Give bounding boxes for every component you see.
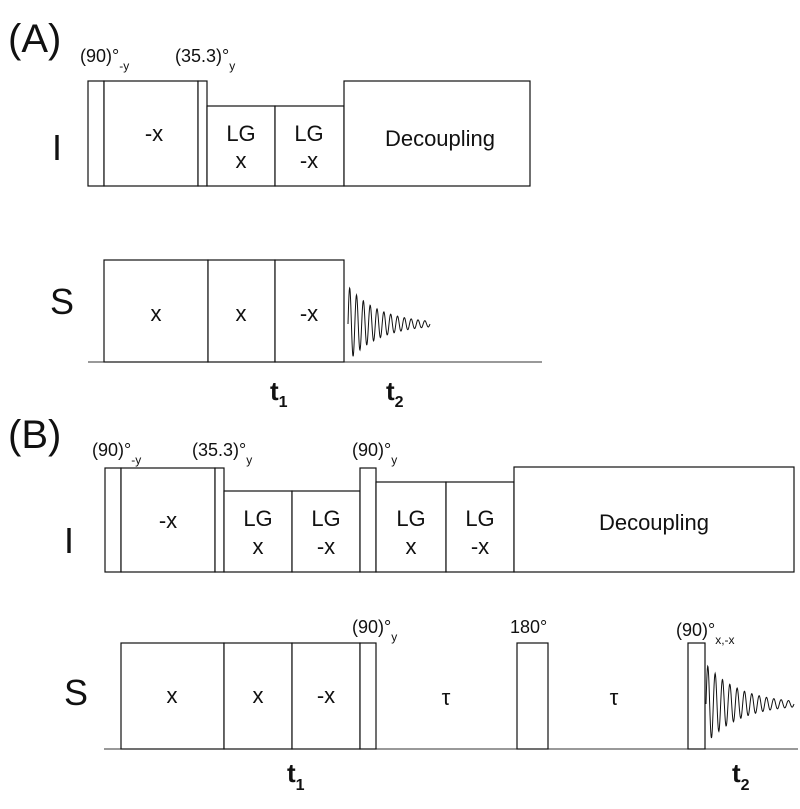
panel-b-s-pulse-90y-label: (90)°y [352,617,397,644]
panel-a-i-pulse-90 [87,80,105,187]
panel-b-s-tau-1: τ [442,685,451,710]
panel-b-pulse-90-label: (90)°-y [92,440,141,467]
panel-b-i-lg1-bottom: x [253,534,264,559]
panel-a-i-lg1-top: LG [226,121,255,146]
panel-b-s-block-3 [291,642,361,750]
panel-b-s-pulse-90y [359,642,377,750]
panel-b-i-decoupling-label: Decoupling [599,510,709,535]
panel-b-i-lg3-top: LG [396,506,425,531]
panel-a-pulse-90-label: (90)°-y [80,46,129,73]
panel-a-i-decoupling-label: Decoupling [385,126,495,151]
panel-a: (A) (90)°-y (35.3)°y I -x LG x LG -x Dec… [8,17,542,411]
panel-b-t2-label: t2 [732,758,750,794]
panel-b-i-lg-block-2 [291,490,361,573]
panel-a-pulse-35-label: (35.3)°y [175,46,235,73]
panel-b-s-pulse-180-label: 180° [510,617,547,637]
panel-b-s-block-1 [120,642,225,750]
panel-a-t1-label: t1 [270,376,288,411]
panel-b-label: (B) [8,413,61,457]
panel-b-i-lg2-top: LG [311,506,340,531]
panel-a-s-block-1-phase: x [151,301,162,326]
panel-b-pulse-90y-label: (90)°y [352,440,397,467]
panel-a-i-lg-block-1 [206,105,276,187]
panel-b-s-block-1-phase: x [167,683,178,708]
panel-a-label: (A) [8,17,61,61]
panel-b-i-pulse-35 [214,467,225,573]
panel-a-i-decoupling [343,80,531,187]
panel-b-i-lg4-bottom: -x [471,534,489,559]
panel-a-i-spinlock [103,80,199,187]
panel-b-channel-s: S [64,672,88,713]
panel-a-fid-signal [347,286,431,357]
panel-b-s-pulse-final [687,642,706,750]
panel-a-i-pulse-35 [197,80,208,187]
panel-a-i-spinlock-phase: -x [145,121,163,146]
panel-b-s-pulse-180 [516,642,549,750]
panel-a-t2-label: t2 [386,376,404,411]
panel-b-i-decoupling [513,466,795,573]
panel-a-s-block-3-phase: -x [300,301,318,326]
panel-b-s-tau-2: τ [610,685,619,710]
panel-b-i-lg2-bottom: -x [317,534,335,559]
panel-b-i-lg4-top: LG [465,506,494,531]
panel-b-channel-i: I [64,520,74,561]
panel-a-channel-i: I [52,127,62,168]
panel-b-fid-signal [705,664,795,739]
panel-a-i-lg2-top: LG [294,121,323,146]
panel-b-s-pulse-final-label: (90)°x,-x [676,620,735,647]
panel-a-s-block-1 [103,259,209,363]
panel-b-i-pulse-90 [104,467,122,573]
panel-a-i-lg2-bottom: -x [300,148,318,173]
panel-b-i-spinlock [120,467,216,573]
panel-b-i-spinlock-phase: -x [159,508,177,533]
panel-a-i-lg1-bottom: x [236,148,247,173]
panel-b-pulse-35-label: (35.3)°y [192,440,252,467]
panel-a-i-lg-block-2 [274,105,345,187]
panel-b-s-block-2-phase: x [253,683,264,708]
panel-a-s-block-2-phase: x [236,301,247,326]
panel-b-s-block-3-phase: -x [317,683,335,708]
panel-b-i-lg3-bottom: x [406,534,417,559]
panel-b-i-lg1-top: LG [243,506,272,531]
panel-a-channel-s: S [50,281,74,322]
panel-a-s-block-3 [274,259,345,363]
panel-b-i-lg-block-1 [223,490,293,573]
panel-b-i-pulse-90y [359,467,377,573]
panel-b: (B) (90)°-y (35.3)°y (90)°y I -x LG x LG… [8,413,798,794]
panel-b-t1-label: t1 [287,758,305,794]
panel-b-s-block-2 [223,642,293,750]
